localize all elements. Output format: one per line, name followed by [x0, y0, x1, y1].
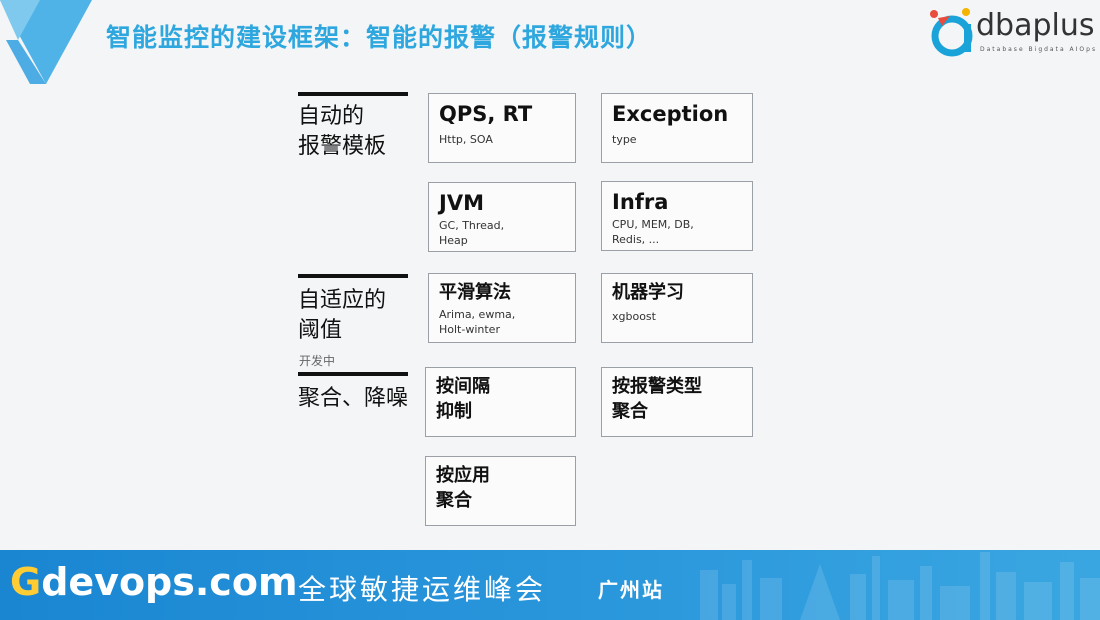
card-title: QPS, RT: [439, 102, 533, 126]
card-title-line: 聚合: [612, 401, 648, 422]
section-label-line: 聚合、降噪: [298, 386, 409, 411]
summit-city: 广州站: [598, 578, 664, 602]
card-machine-learning: 机器学习 xgboost: [601, 273, 753, 343]
corner-triangle-logo: [0, 0, 92, 84]
card-title: Infra: [612, 190, 669, 214]
card-title: 平滑算法: [439, 282, 511, 303]
card-infra: Infra CPU, MEM, DB, Redis, ...: [601, 181, 753, 251]
section-divider: [298, 92, 408, 96]
card-subtitle: Http, SOA: [439, 133, 493, 146]
brand-name: dbaplus: [976, 8, 1095, 43]
card-qps-rt: QPS, RT Http, SOA: [428, 93, 576, 163]
section-label-line: 阈值: [298, 318, 343, 343]
card-smoothing-algorithm: 平滑算法 Arima, ewma, Holt-winter: [428, 273, 576, 343]
card-subtitle: Arima, ewma, Holt-winter: [439, 307, 565, 337]
section-label-auto-template: 自动的 报警模板: [298, 102, 386, 162]
section-label-line: 报警模板: [298, 134, 387, 159]
section-note: 开发中: [299, 354, 336, 368]
gdevops-logo: Gdevops.com: [10, 560, 298, 604]
section-label-line: 自适应的: [298, 288, 387, 313]
page-title: 智能监控的建设框架：智能的报警（报警规则）: [106, 23, 653, 52]
section-divider: [298, 274, 408, 278]
card-subtitle: GC, Thread, Heap: [439, 218, 565, 248]
card-subtitle-line: Heap: [439, 234, 468, 247]
dbaplus-logo: dbaplus Database Bigdata AIOps: [928, 4, 1098, 64]
card-exception: Exception type: [601, 93, 753, 163]
card-subtitle-line: Arima, ewma,: [439, 308, 516, 321]
card-suppress-by-interval: 按间隔 抑制: [425, 367, 576, 437]
card-title-line: 抑制: [436, 401, 472, 422]
card-title: JVM: [439, 191, 484, 215]
card-subtitle: xgboost: [612, 310, 656, 323]
card-title-line: 按间隔: [436, 376, 490, 397]
card-subtitle-line: GC, Thread,: [439, 219, 505, 232]
card-aggregate-by-alert-type: 按报警类型 聚合: [601, 367, 753, 437]
card-subtitle: type: [612, 133, 637, 146]
card-title: Exception: [612, 102, 729, 126]
card-jvm: JVM GC, Thread, Heap: [428, 182, 576, 252]
summit-name: 全球敏捷运维峰会: [298, 573, 547, 606]
card-subtitle-line: CPU, MEM, DB,: [612, 218, 694, 231]
card-title: 机器学习: [612, 282, 684, 303]
card-title-line: 按报警类型: [612, 376, 702, 397]
section-label-adaptive-threshold: 自适应的 阈值: [298, 286, 386, 346]
card-subtitle-line: Redis, ...: [612, 233, 660, 246]
dbaplus-mark-icon: [930, 8, 973, 57]
card-subtitle-line: Holt-winter: [439, 323, 500, 336]
gdevops-logo-g: G: [10, 560, 42, 604]
section-label-line: 自动的: [298, 104, 365, 129]
section-divider: [298, 372, 408, 376]
card-title-line: 按应用: [436, 465, 490, 486]
skyline-decoration: [700, 552, 1100, 620]
footer-banner: Gdevops.com 全球敏捷运维峰会 广州站: [0, 550, 1100, 620]
section-label-aggregation: 聚合、降噪: [298, 384, 408, 414]
brand-subtitle: Database Bigdata AIOps: [980, 46, 1098, 53]
card-subtitle: CPU, MEM, DB, Redis, ...: [612, 217, 742, 247]
card-aggregate-by-app: 按应用 聚合: [425, 456, 576, 526]
gdevops-logo-text: devops.com: [41, 560, 298, 604]
card-title-line: 聚合: [436, 490, 472, 511]
